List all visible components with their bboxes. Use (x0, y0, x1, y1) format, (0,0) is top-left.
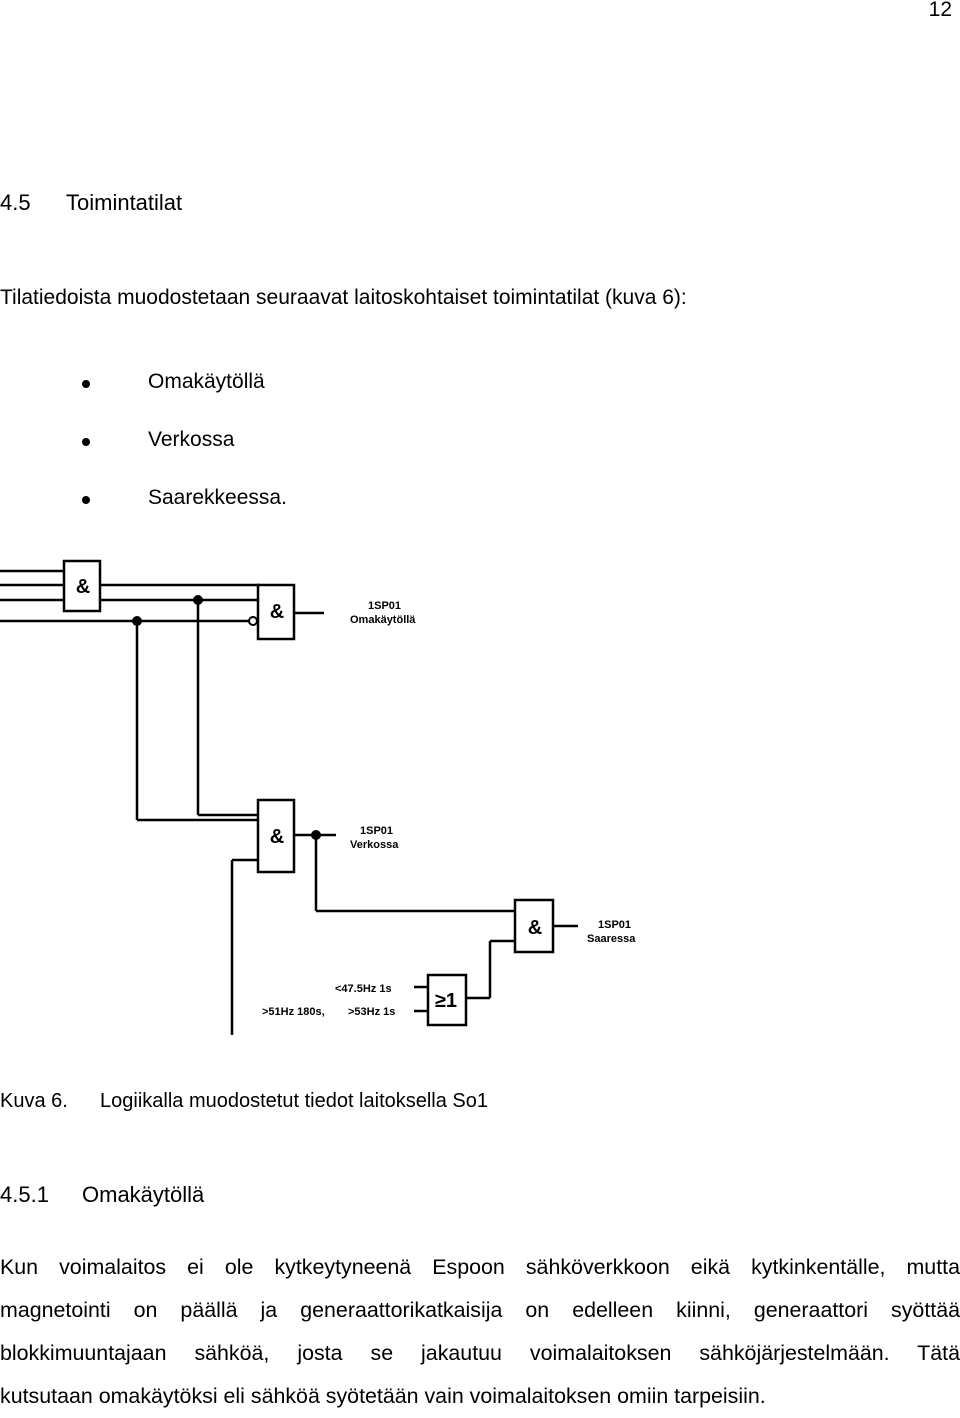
paragraph-line: blokkimuuntajaan sähköä, josta se jakaut… (0, 1341, 960, 1365)
logic-diagram: & & & & ≥1 1SP01 Omakäytöllä 1SP01 Verko… (0, 559, 636, 1035)
bullet-icon (82, 438, 90, 446)
page-number: 12 (928, 0, 952, 21)
list-item-text: Verkossa (148, 428, 235, 451)
or-gate (426, 973, 468, 1027)
verkossa-label: Verkossa (350, 839, 399, 851)
inverter-circle (248, 616, 258, 626)
section-heading: 4.5 Toimintatilat (0, 190, 182, 216)
figure-caption: Kuva 6. Logiikalla muodostetut tiedot lai… (0, 1090, 488, 1113)
bullet-icon (82, 496, 90, 504)
paragraph-line: magnetointi on päällä ja generaattorikat… (0, 1298, 960, 1322)
paragraph-line: kutsutaan omakäytöksi eli sähköä syötetä… (0, 1384, 766, 1408)
caption-text: Logiikalla muodostetut tiedot laitoksell… (100, 1090, 489, 1112)
bullet-icon (82, 380, 90, 388)
junction-dot (193, 595, 203, 605)
omakaytolla-label: Omakäytöllä (350, 614, 416, 626)
junction-dot (132, 616, 142, 626)
and-gate-2 (256, 583, 296, 641)
and-gate-4 (513, 898, 555, 954)
gate-3-symbol: & (270, 826, 284, 848)
junction-dot (311, 830, 321, 840)
gate-4-symbol: & (528, 917, 542, 939)
section-title: Toimintatilat (66, 190, 183, 215)
saaressa-label: Saaressa (587, 933, 636, 945)
frequency-high-condition-b: >53Hz 1s (348, 1006, 395, 1018)
or-gate-symbol: ≥1 (435, 990, 457, 1012)
section-number: 4.5 (0, 190, 31, 215)
gate-2-symbol: & (270, 601, 284, 623)
paragraph-line: Kun voimalaitos ei ole kytkeytyneenä Esp… (0, 1255, 960, 1279)
saaressa-code: 1SP01 (598, 919, 631, 931)
frequency-low-condition: <47.5Hz 1s (335, 983, 392, 995)
frequency-high-condition-a: >51Hz 180s, (262, 1006, 325, 1018)
list-item-text: Saarekkeessa. (148, 486, 287, 509)
caption-label: Kuva 6. (0, 1090, 68, 1112)
body-paragraph: Kun voimalaitos ei ole kytkeytyneenä Esp… (0, 1246, 960, 1418)
verkossa-code: 1SP01 (360, 825, 393, 837)
intro-text: Tilatiedoista muodostetaan seuraavat lai… (0, 286, 687, 309)
list-item-text: Omakäytöllä (148, 370, 265, 393)
and-gate-3 (256, 798, 296, 874)
subsection-heading: 4.5.1 Omakäytöllä (0, 1182, 204, 1208)
subsection-title: Omakäytöllä (82, 1182, 205, 1207)
omakaytolla-code: 1SP01 (368, 600, 401, 612)
and-gate-1 (62, 559, 102, 613)
subsection-number: 4.5.1 (0, 1182, 49, 1207)
gate-1-symbol: & (76, 576, 90, 598)
